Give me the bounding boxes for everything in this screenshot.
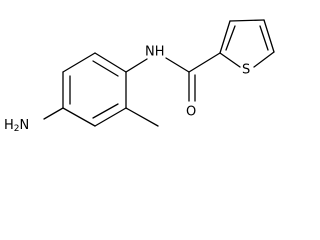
amide-nh-label: NH <box>145 45 165 60</box>
carbonyl-double-bond <box>188 71 196 102</box>
svg-text:H2N: H2N <box>4 118 29 135</box>
aryl-nh-bond <box>125 58 148 73</box>
benzene-ring <box>62 52 127 127</box>
carbonyl-oxygen-label: O <box>186 105 196 120</box>
thiophene-sulfur-label: S <box>242 63 250 78</box>
methyl-bond <box>125 107 159 127</box>
amine-label: H2N <box>4 118 29 135</box>
nh-carbonyl-bond <box>165 57 190 73</box>
chemical-structure: H2N NH O S <box>4 19 275 135</box>
thiophene-ring <box>219 19 275 68</box>
amine-subscript: 2 <box>14 124 20 134</box>
amine-h: H <box>4 118 14 133</box>
carbonyl-thiophene-bond <box>188 52 221 73</box>
amine-n: N <box>20 118 30 133</box>
amine-bond <box>43 107 64 120</box>
